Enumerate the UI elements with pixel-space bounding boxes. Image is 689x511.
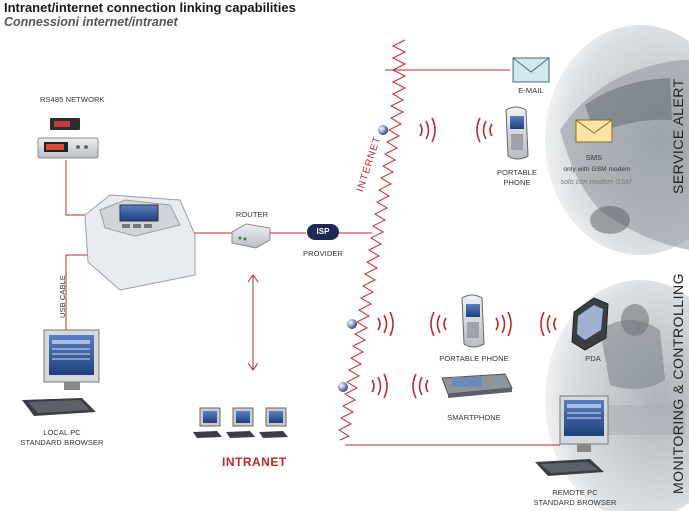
smartphone-icon <box>441 373 513 398</box>
router-label: ROUTER <box>235 210 269 219</box>
internet-node-icon <box>347 319 357 329</box>
sms-label: SMS <box>585 153 603 162</box>
provider-label: PROVIDER <box>303 249 343 258</box>
remote-pc-icon <box>535 395 609 476</box>
email-envelope-icon <box>512 57 550 83</box>
sms-envelope-icon <box>575 119 613 143</box>
intranet-pcs-icon <box>193 407 288 438</box>
monitoring-label: MONITORING & CONTROLLING <box>670 273 686 494</box>
usb-cable-label: USB CABLE <box>58 275 67 318</box>
page-subtitle: Connessioni internet/intranet <box>4 15 178 29</box>
wireless-waves <box>371 117 557 399</box>
local-pc-icon <box>22 329 100 416</box>
local-pc-label: LOCAL PC <box>43 428 81 437</box>
email-label: E-MAIL <box>518 86 544 95</box>
sms-note-it-label: solo con modem GSM <box>560 179 632 186</box>
portable-phone-label: PORTABLE <box>496 168 538 177</box>
pda-icon <box>571 297 609 351</box>
remote-pc-label: REMOTE PC <box>552 488 598 497</box>
intranet-label: INTRANET <box>222 455 287 469</box>
portable-phone-b-label: PORTABLE PHONE <box>439 354 509 363</box>
page-title: Intranet/internet connection linking cap… <box>4 0 296 15</box>
rs485-controller-icon <box>37 118 99 159</box>
rs485-label: RS485 NETWORK <box>40 95 105 104</box>
internet-node-icon <box>338 382 348 392</box>
router-icon <box>231 223 271 249</box>
internet-node-icon <box>378 125 388 135</box>
portable-phone-icon <box>461 294 485 348</box>
sms-note-label: only with GSM modem <box>563 166 631 173</box>
portable-phone-label-2: PHONE <box>503 178 531 187</box>
isp-badge: ISP <box>307 224 339 240</box>
portable-phone-icon <box>505 106 529 160</box>
service-alert-label: SERVICE ALERT <box>670 78 686 194</box>
local-pc-browser-label: STANDARD BROWSER <box>20 438 104 447</box>
supervisor-device-icon <box>84 194 196 291</box>
smartphone-label: SMARTPHONE <box>447 413 501 422</box>
pda-label: PDA <box>585 354 601 363</box>
remote-pc-browser-label: STANDARD BROWSER <box>533 498 617 507</box>
service-alert-photo <box>545 25 689 255</box>
